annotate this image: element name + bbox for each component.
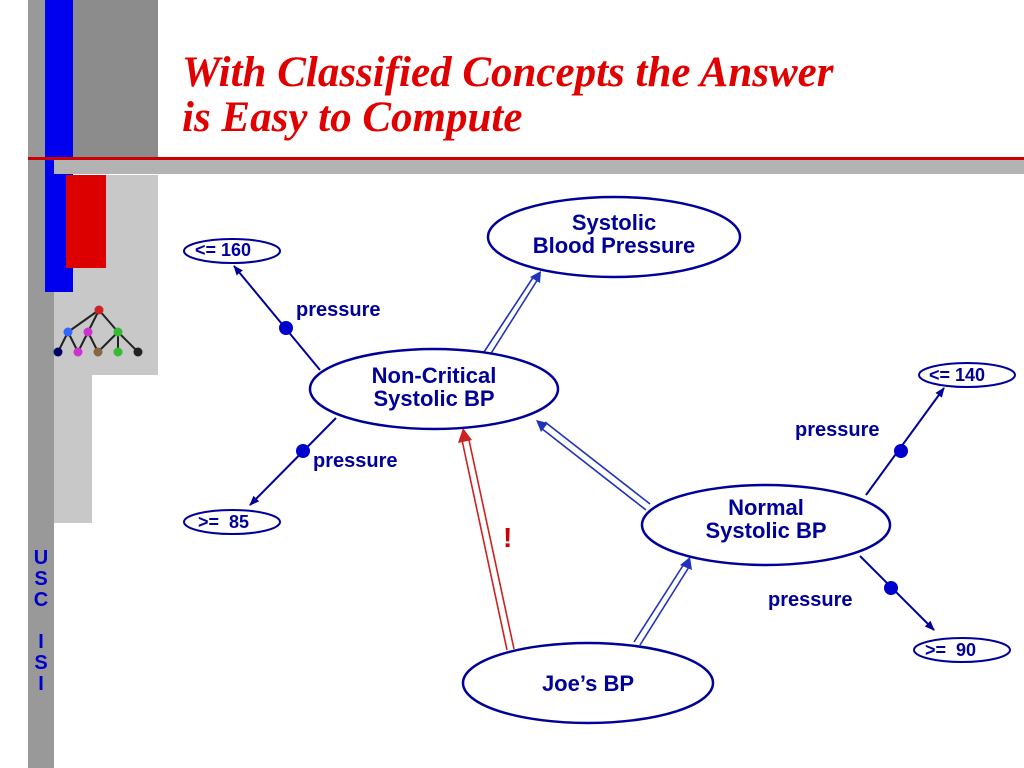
value-ge-90-shape <box>913 637 1011 663</box>
sidebar-letter: C <box>33 589 49 611</box>
edge-normal-to-nc <box>536 420 651 511</box>
flag-mark: ! <box>503 522 513 553</box>
value-le-140: <= 140 <box>929 365 986 385</box>
sidebar-letter: I <box>38 631 44 653</box>
edge-joe-to-normal <box>633 557 692 646</box>
sidebar-light-gray-strip <box>54 375 92 523</box>
usc-isi-letters: U S C I S I <box>30 548 52 695</box>
title-line-2: is Easy to Compute <box>182 94 523 141</box>
value-ge-90: >= 90 <box>925 640 977 660</box>
role-label-nc-lower: pressure <box>313 450 398 472</box>
edge-nc-to-systolic <box>483 271 541 356</box>
role-label-normal-lower: pressure <box>768 589 853 611</box>
sidebar-letter: S <box>34 652 48 674</box>
node-normal-shape <box>640 483 892 567</box>
edge-joe-to-nc-flagged <box>458 428 515 651</box>
value-ge-85-shape <box>183 509 281 535</box>
role-label-nc-upper: pressure <box>296 299 381 321</box>
role-edge-normal-upper <box>865 387 945 496</box>
tree-logo-icon <box>53 305 143 357</box>
sidebar-letter: I <box>38 673 44 695</box>
sidebar-red-block <box>66 175 106 268</box>
role-edge-nc-upper <box>233 265 321 371</box>
value-le-160-shape <box>183 238 281 264</box>
role-edge-normal-lower <box>859 555 935 631</box>
node-joes-bp-label: Joe’s BP <box>541 671 635 696</box>
value-le-140-shape <box>918 362 1016 388</box>
node-systolic-bp-label: Systolic Blood Pressure <box>532 210 696 258</box>
node-non-critical-label: Non-Critical Systolic BP <box>371 363 497 411</box>
header-gray-rule <box>54 160 1024 174</box>
node-non-critical-shape <box>308 347 560 431</box>
node-systolic-bp-shape <box>486 195 742 279</box>
node-normal-label: Normal Systolic BP <box>705 495 827 543</box>
value-le-160: <= 160 <box>195 240 252 260</box>
header-red-rule <box>28 157 1024 160</box>
sidebar-letter: S <box>34 568 48 590</box>
sidebar-letter: U <box>33 547 49 569</box>
title-line-1: With Classified Concepts the Answer <box>182 49 834 96</box>
value-ge-85: >= 85 <box>198 512 250 532</box>
role-label-normal-upper: pressure <box>795 419 880 441</box>
node-joes-bp-shape <box>461 641 715 725</box>
slide-title: With Classified Concepts the Answer is E… <box>182 50 1002 140</box>
role-edge-nc-lower <box>249 417 337 506</box>
